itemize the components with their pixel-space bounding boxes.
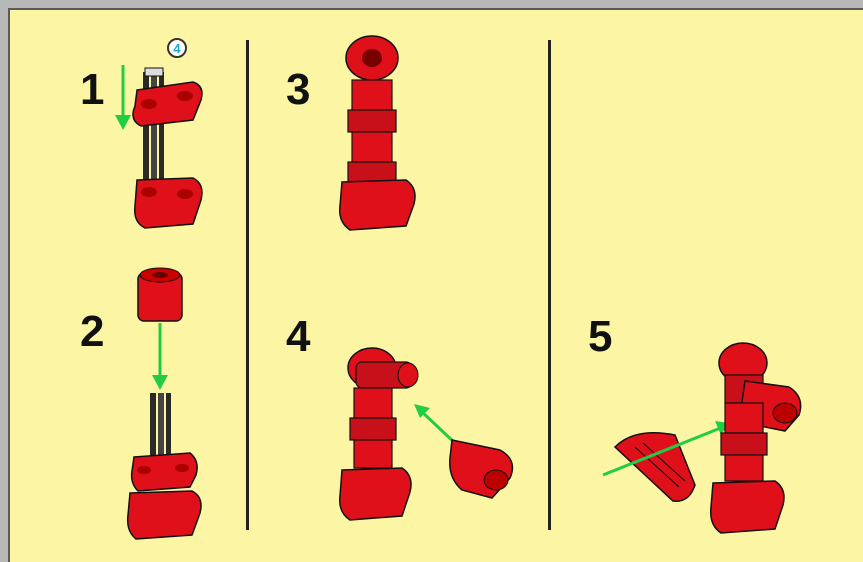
step-3-number: 3: [286, 65, 311, 114]
column-divider-left: [246, 40, 249, 530]
step-4-illustration: [338, 347, 514, 521]
arrow-diagonal-icon: [414, 404, 459, 447]
step-1-number: 1: [80, 65, 105, 114]
arrow-down-icon: [115, 65, 131, 130]
arrow-down-icon: [152, 323, 168, 390]
step-5-number: 5: [588, 312, 613, 361]
column-divider-right: [548, 40, 551, 530]
step-2-illustration: [126, 267, 202, 540]
step-5-illustration: [602, 342, 802, 534]
step-3-illustration: [338, 35, 416, 231]
step-2-number: 2: [80, 307, 105, 356]
step-4-number: 4: [286, 312, 311, 361]
instruction-panel: 1 4 2: [8, 8, 863, 562]
step-1-part-count-badge: 4: [167, 38, 187, 58]
step-1-illustration: [115, 65, 203, 229]
